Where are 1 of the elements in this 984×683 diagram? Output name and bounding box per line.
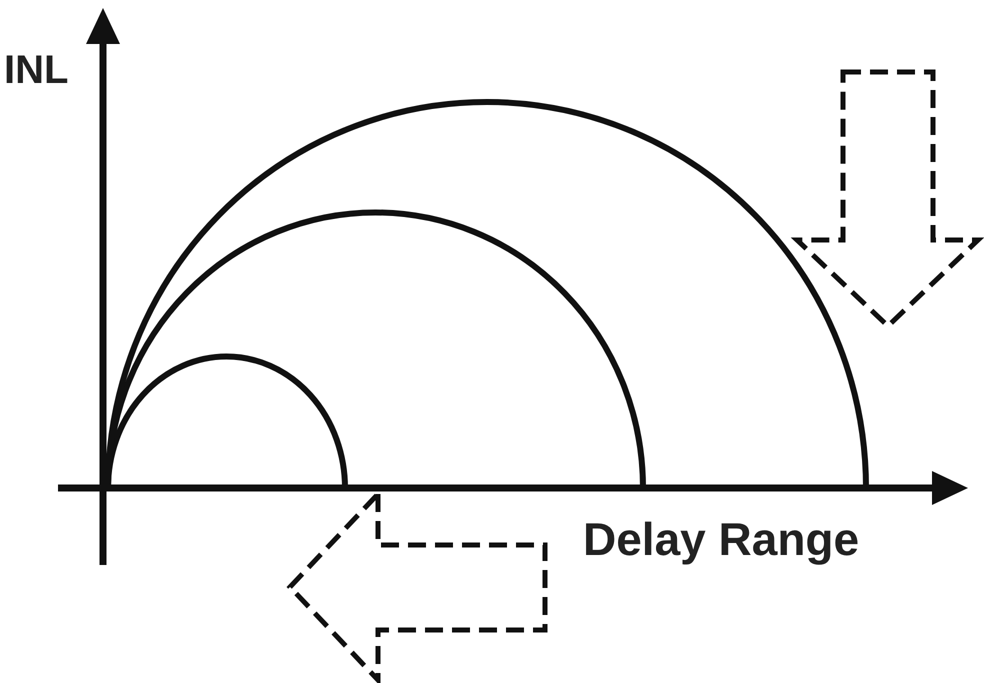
axis-label: INL <box>4 50 68 90</box>
